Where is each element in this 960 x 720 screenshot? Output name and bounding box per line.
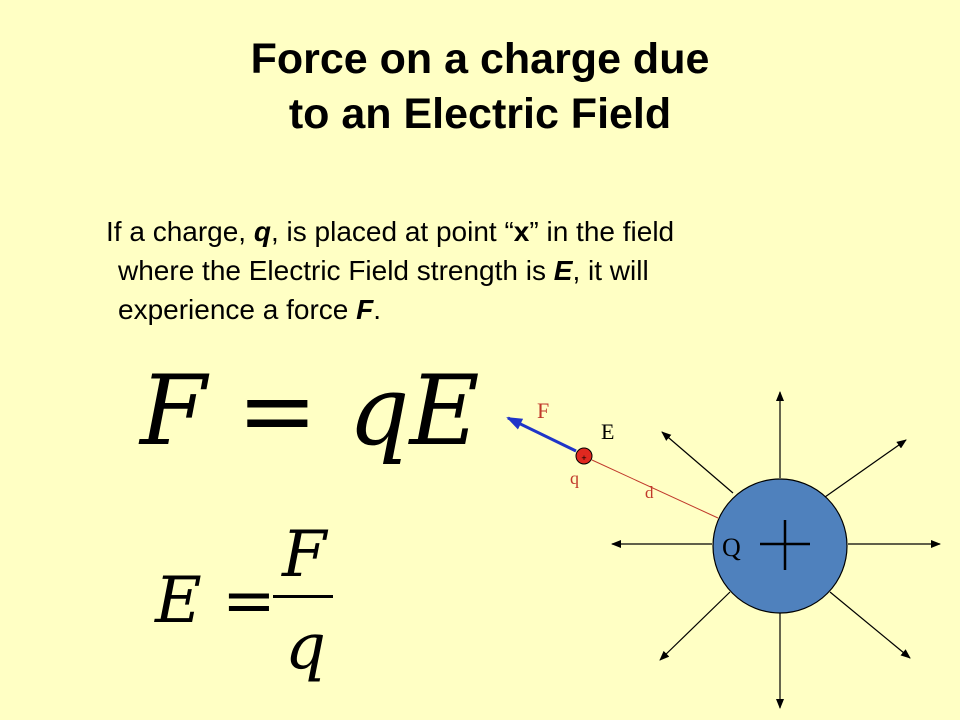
force-arrow <box>506 416 577 453</box>
text-fragment: , it will <box>572 255 649 286</box>
plus-sign <box>760 520 810 570</box>
eq2-fraction-bar <box>273 595 333 598</box>
equation-force: F = qE <box>140 356 480 466</box>
symbol-F: F <box>356 294 374 325</box>
paragraph-line-1: If a charge, q, is placed at point “x” i… <box>106 212 846 251</box>
eq1-equals: = <box>237 355 318 467</box>
source-charge-Q <box>712 478 848 614</box>
distance-line <box>591 459 719 519</box>
text-fragment: . <box>373 294 382 325</box>
field-line-lower-right <box>829 591 911 659</box>
slide-title: Force on a charge due to an Electric Fie… <box>0 32 960 142</box>
paragraph-line-2: where the Electric Field strength is E, … <box>106 251 846 290</box>
field-line-lower-left <box>659 591 731 661</box>
text-fragment: where the Electric Field strength is <box>118 255 554 286</box>
explanation-paragraph: If a charge, q, is placed at point “x” i… <box>106 212 846 329</box>
label-F: F <box>537 398 549 423</box>
text-fragment: experience a force <box>118 294 357 325</box>
paragraph-line-3: experience a force F. <box>106 290 846 329</box>
test-charge-plus: + <box>581 453 586 463</box>
symbol-x: x <box>513 216 530 247</box>
symbol-q: q <box>253 216 271 247</box>
title-line-1: Force on a charge due <box>250 35 710 83</box>
title-line-2: to an Electric Field <box>288 90 672 138</box>
test-charge-q <box>575 447 593 465</box>
eq2-numerator: F <box>282 518 327 592</box>
eq2-lhs: E = <box>155 564 276 638</box>
equation-field: E = F q <box>155 515 355 705</box>
label-d: d <box>645 483 654 502</box>
text-fragment: If a charge, <box>106 216 254 247</box>
text-fragment: , is placed at point “ <box>270 216 514 247</box>
field-lines <box>611 391 941 709</box>
eq1-lhs: F <box>140 355 207 467</box>
eq2-denominator: q <box>285 610 326 684</box>
eq1-rhs: qE <box>348 355 480 467</box>
field-line-upper-right <box>824 439 907 498</box>
label-Q: Q <box>722 533 741 562</box>
field-line-upper-left <box>661 431 734 494</box>
symbol-E: E <box>553 255 573 286</box>
text-fragment: ” in the field <box>529 216 675 247</box>
label-q: q <box>570 468 579 488</box>
label-E: E <box>601 419 614 444</box>
